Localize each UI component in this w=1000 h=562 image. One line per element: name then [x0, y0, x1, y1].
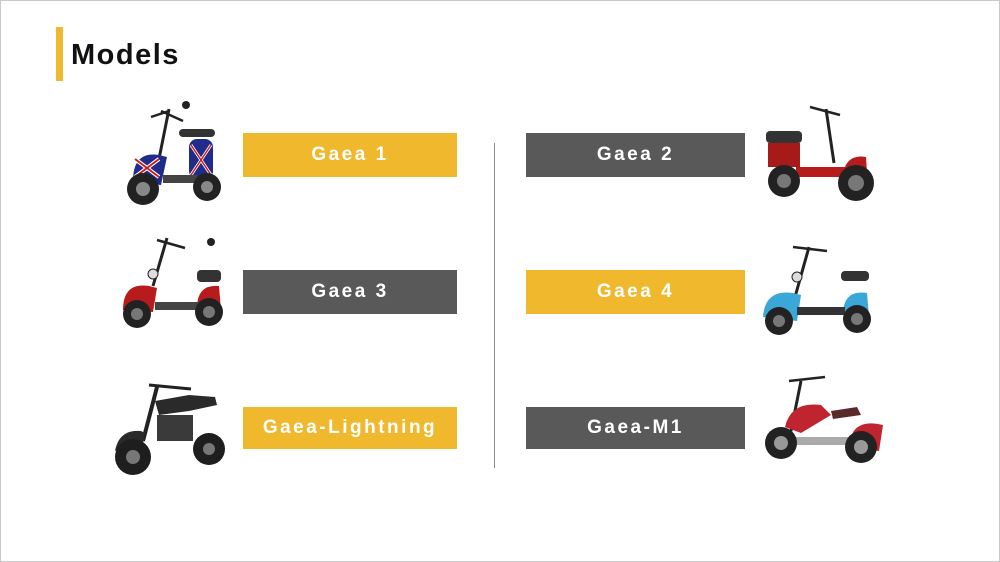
page-title: Models: [71, 39, 180, 71]
model-label-gaea-3[interactable]: Gaea 3: [243, 270, 457, 314]
scooter-gaea-4-icon: [763, 245, 871, 335]
scooter-image-gaea-m1: [761, 371, 891, 481]
scooter-image-gaea-4: [753, 237, 883, 347]
scooter-image-gaea-1: [111, 99, 241, 209]
title-accent-bar: [56, 27, 63, 81]
model-label-gaea-lightning[interactable]: Gaea-Lightning: [243, 407, 457, 449]
model-label-gaea-2[interactable]: Gaea 2: [526, 133, 745, 177]
scooter-gaea-2-icon: [766, 105, 874, 201]
column-divider: [494, 143, 495, 468]
scooter-gaea-m1-icon: [765, 375, 883, 463]
scooter-gaea-lightning-icon: [115, 383, 225, 475]
scooter-image-gaea-lightning: [105, 371, 235, 481]
scooter-image-gaea-2: [756, 101, 886, 211]
scooter-gaea-3-icon: [123, 237, 223, 328]
scooter-gaea-1-icon: [127, 101, 221, 205]
scooter-image-gaea-3: [109, 226, 239, 336]
model-label-gaea-m1[interactable]: Gaea-M1: [526, 407, 745, 449]
model-label-gaea-1[interactable]: Gaea 1: [243, 133, 457, 177]
model-label-gaea-4[interactable]: Gaea 4: [526, 270, 745, 314]
